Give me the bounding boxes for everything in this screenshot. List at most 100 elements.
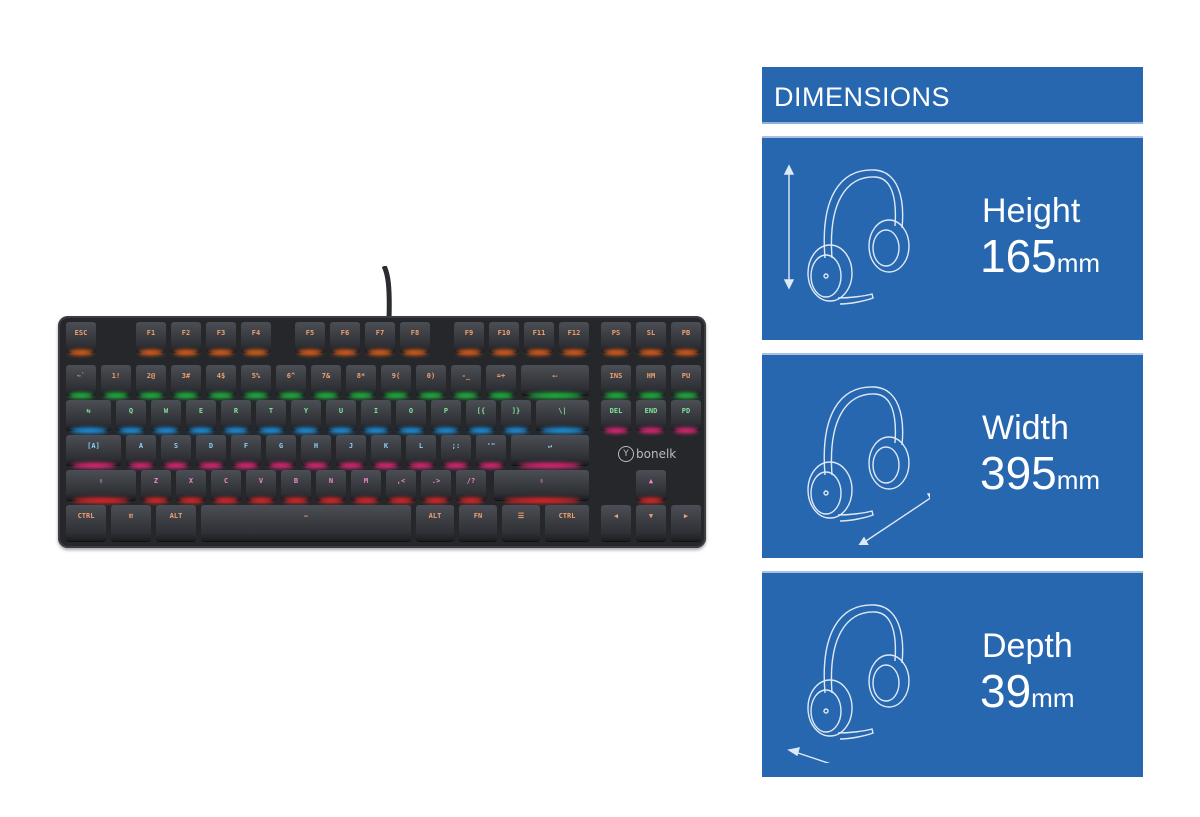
keycap: G	[266, 435, 296, 468]
key-backlight	[333, 350, 357, 355]
dimension-value-height: 165mm	[980, 233, 1100, 286]
height-number: 165	[980, 230, 1057, 282]
key-backlight	[189, 428, 213, 433]
keycap: INS	[601, 365, 631, 398]
key-backlight	[364, 428, 388, 433]
keycap: ⊞	[111, 505, 151, 541]
key-backlight	[527, 393, 583, 398]
keycap: CTRL	[66, 505, 106, 541]
keycap: FN	[459, 505, 497, 541]
keycap: F1	[136, 322, 166, 355]
key-backlight	[174, 393, 198, 398]
dimensions-header: DIMENSIONS	[762, 67, 1143, 122]
key-backlight	[284, 498, 308, 503]
key-backlight	[384, 393, 408, 398]
keyboard-cable	[382, 266, 392, 320]
keycap: -_	[451, 365, 481, 398]
keycap: ▲	[636, 470, 666, 503]
key-backlight	[459, 498, 483, 503]
keycap: .>	[421, 470, 451, 503]
keycap: W	[151, 400, 181, 433]
keycap: 3#	[171, 365, 201, 398]
keycap: 8*	[346, 365, 376, 398]
key-backlight	[209, 393, 233, 398]
key-backlight	[354, 498, 378, 503]
dimension-card-height: Height 165mm	[762, 138, 1143, 340]
keycap: H	[301, 435, 331, 468]
brand-logo: Y bonelk	[618, 446, 676, 462]
keycap: F4	[241, 322, 271, 355]
key-backlight	[419, 393, 443, 398]
key-backlight	[174, 350, 198, 355]
key-backlight	[349, 393, 373, 398]
dimensions-title: DIMENSIONS	[774, 82, 951, 112]
key-backlight	[69, 393, 93, 398]
keycap: HM	[636, 365, 666, 398]
keycap: 2@	[136, 365, 166, 398]
keycap: 6^	[276, 365, 306, 398]
key-backlight	[639, 393, 663, 398]
key-backlight	[259, 428, 283, 433]
key-backlight	[389, 498, 413, 503]
key-backlight	[527, 350, 551, 355]
key-backlight	[399, 428, 423, 433]
key-backlight	[144, 498, 168, 503]
key-backlight	[119, 428, 143, 433]
keycap: ,<	[386, 470, 416, 503]
keycap: D	[196, 435, 226, 468]
key-backlight	[71, 463, 116, 468]
key-backlight	[479, 463, 503, 468]
keycap: ~`	[66, 365, 96, 398]
key-backlight	[409, 463, 433, 468]
key-backlight	[604, 428, 628, 433]
key-backlight	[454, 393, 478, 398]
keycap: 5%	[241, 365, 271, 398]
key-backlight	[424, 498, 448, 503]
headphones-height-icon	[783, 164, 910, 305]
keycap: ⇧	[66, 470, 136, 503]
keycap: T	[256, 400, 286, 433]
keycap: [A]	[66, 435, 121, 468]
key-backlight	[244, 393, 268, 398]
key-backlight	[234, 463, 258, 468]
key-backlight	[444, 463, 468, 468]
keycap: PU	[671, 365, 701, 398]
key-backlight	[104, 393, 128, 398]
dimension-label-height: Height	[982, 192, 1081, 230]
headphones-depth-icon	[787, 604, 910, 763]
keycap: Z	[141, 470, 171, 503]
keycap: ↵	[511, 435, 589, 468]
keycap: N	[316, 470, 346, 503]
keycap: L	[406, 435, 436, 468]
depth-number: 39	[980, 665, 1032, 717]
keycap: F2	[171, 322, 201, 355]
key-backlight	[294, 428, 318, 433]
keycap: DEL	[601, 400, 631, 433]
keycap: F12	[559, 322, 589, 355]
dimension-card-width: Width 395mm	[762, 355, 1143, 558]
keycap: Q	[116, 400, 146, 433]
key-backlight	[304, 463, 328, 468]
key-backlight	[639, 350, 663, 355]
key-backlight	[139, 393, 163, 398]
keycap: ;:	[441, 435, 471, 468]
dimension-label-depth: Depth	[982, 627, 1073, 665]
keycap: ☰	[502, 505, 540, 541]
dimension-card-depth: Depth 39mm	[762, 573, 1143, 777]
keycap: J	[336, 435, 366, 468]
key-backlight	[639, 498, 663, 503]
key-backlight	[154, 428, 178, 433]
height-unit: mm	[1056, 248, 1101, 278]
keycap: ⟵	[521, 365, 589, 398]
keycap: F6	[330, 322, 360, 355]
brand-logo-text: bonelk	[636, 447, 677, 461]
keycap: '"	[476, 435, 506, 468]
keycap: R	[221, 400, 251, 433]
keycap: U	[326, 400, 356, 433]
key-backlight	[329, 428, 353, 433]
depth-unit: mm	[1031, 683, 1075, 713]
keycap: X	[176, 470, 206, 503]
keycap: P	[431, 400, 461, 433]
keycap: =+	[486, 365, 516, 398]
keycap: PD	[671, 400, 701, 433]
